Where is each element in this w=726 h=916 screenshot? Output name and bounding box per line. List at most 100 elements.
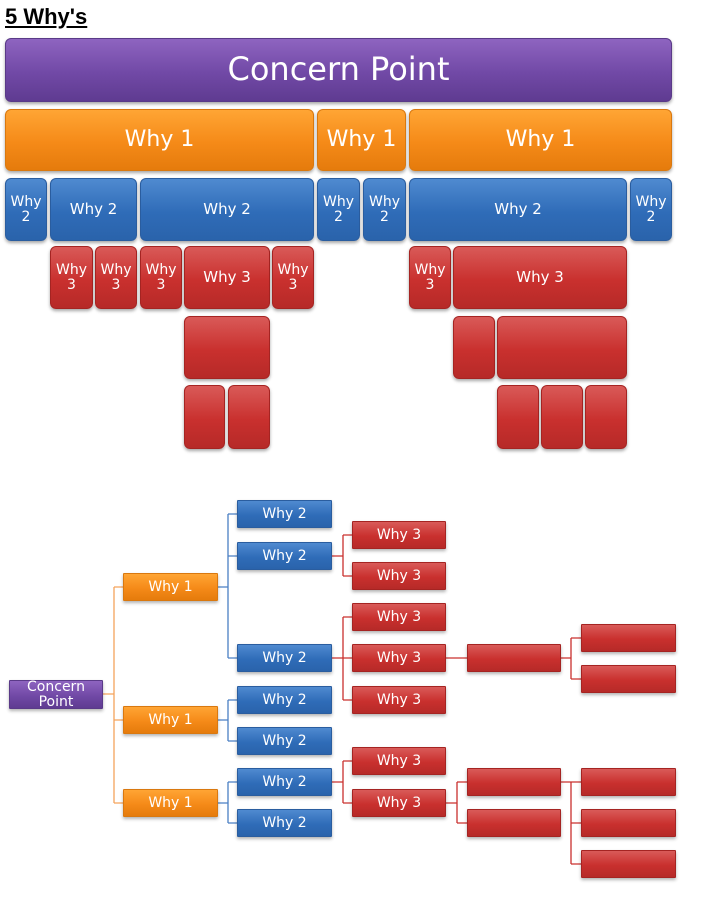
tree-why4	[467, 644, 561, 672]
tree-why2-label: Why 2	[262, 649, 307, 666]
connector-why4-why5	[561, 637, 581, 680]
tree-concern-point: Concern Point	[9, 678, 103, 710]
why2-label: Why 2	[635, 193, 667, 225]
tree-why3: Why 3	[352, 603, 446, 631]
why4-box	[453, 316, 495, 379]
tree-why2: Why 2	[237, 644, 332, 672]
tree-why2: Why 2	[237, 542, 332, 570]
why3-label: Why 3	[516, 267, 564, 286]
why1-label: Why 1	[505, 127, 576, 153]
tree-why5	[581, 624, 676, 652]
tree-why2-label: Why 2	[262, 773, 307, 790]
why3-box: Why 3	[95, 246, 137, 309]
tree-why1: Why 1	[123, 573, 218, 601]
tree-why5	[581, 665, 676, 693]
tree-why2: Why 2	[237, 686, 332, 714]
why2-label: Why 2	[10, 193, 42, 225]
tree-why1-label: Why 1	[148, 794, 193, 811]
tree-why3-label: Why 3	[376, 794, 422, 811]
tree-why1-label: Why 1	[148, 711, 193, 728]
why3-box: Why 3	[453, 246, 627, 309]
tree-why2-label: Why 2	[262, 814, 307, 831]
tree-why3-label: Why 3	[376, 567, 422, 584]
tree-why3: Why 3	[352, 562, 446, 590]
why2-box: Why 2	[317, 178, 360, 241]
why2-box: Why 2	[363, 178, 406, 241]
connector-why2-why3	[332, 760, 352, 804]
tree-why3-label: Why 3	[376, 691, 422, 708]
tree-why2: Why 2	[237, 768, 332, 796]
why5-box	[541, 385, 583, 449]
why5-box	[497, 385, 539, 449]
tree-why3-label: Why 3	[376, 526, 422, 543]
tree-why1-label: Why 1	[148, 578, 193, 595]
tree-why2: Why 2	[237, 809, 332, 837]
connector-concern-why1	[103, 586, 123, 804]
why2-label: Why 2	[494, 199, 542, 218]
tree-why1: Why 1	[123, 706, 218, 734]
tree-why2-label: Why 2	[262, 505, 307, 522]
why2-box: Why 2	[5, 178, 47, 241]
tree-why4	[467, 768, 561, 796]
why3-label: Why 3	[203, 267, 251, 286]
connector-why2-why3	[332, 616, 352, 701]
why2-label: Why 2	[203, 199, 251, 218]
tree-why5	[581, 768, 676, 796]
tree-why4	[467, 809, 561, 837]
why3-label: Why 3	[100, 261, 132, 293]
why3-box: Why 3	[409, 246, 451, 309]
connector-why2-why3	[332, 534, 352, 577]
why5-box	[585, 385, 627, 449]
tree-why3: Why 3	[352, 789, 446, 817]
tree-why2-label: Why 2	[262, 732, 307, 749]
tree-why3: Why 3	[352, 521, 446, 549]
tree-why2-label: Why 2	[262, 691, 307, 708]
why3-label: Why 3	[277, 261, 309, 293]
tree-why3: Why 3	[352, 747, 446, 775]
why5-box	[184, 385, 225, 449]
tree-why2: Why 2	[237, 500, 332, 528]
tree-why3-label: Why 3	[376, 649, 422, 666]
why1-box: Why 1	[5, 109, 314, 171]
tree-why2: Why 2	[237, 727, 332, 755]
why3-label: Why 3	[414, 261, 446, 293]
why3-box: Why 3	[140, 246, 182, 309]
why3-box: Why 3	[50, 246, 93, 309]
why2-label: Why 2	[368, 193, 400, 225]
why1-label: Why 1	[124, 127, 195, 153]
tree-why1: Why 1	[123, 789, 218, 817]
why1-label: Why 1	[326, 127, 397, 153]
tree-why3-label: Why 3	[376, 752, 422, 769]
connector-why4-why5	[561, 781, 581, 865]
why3-label: Why 3	[145, 261, 177, 293]
connector-why1-why2	[218, 781, 237, 824]
why5-box	[228, 385, 270, 449]
why4-box	[497, 316, 627, 379]
tree-why3: Why 3	[352, 644, 446, 672]
tree-why5	[581, 809, 676, 837]
tree-why3: Why 3	[352, 686, 446, 714]
tree-why3-label: Why 3	[376, 608, 422, 625]
why4-box	[184, 316, 270, 379]
why3-label: Why 3	[55, 261, 87, 293]
why1-box: Why 1	[409, 109, 672, 171]
why2-box: Why 2	[630, 178, 672, 241]
why2-box: Why 2	[140, 178, 314, 241]
why3-box: Why 3	[272, 246, 314, 309]
page-title: 5 Why's	[5, 4, 88, 29]
tree-concern-label: Concern Point	[27, 678, 85, 710]
why2-box: Why 2	[409, 178, 627, 241]
why1-box: Why 1	[317, 109, 406, 171]
concern-point-box: Concern Point	[5, 38, 672, 102]
why2-label: Why 2	[69, 199, 118, 218]
tree-why5	[581, 850, 676, 878]
connector-why1-why2	[218, 699, 237, 742]
connector-why3-why4	[446, 781, 467, 824]
concern-point-label: Concern Point	[227, 50, 450, 89]
connector-why1-why2	[218, 513, 237, 659]
tree-why2-label: Why 2	[262, 547, 307, 564]
why2-label: Why 2	[322, 193, 354, 225]
why2-box: Why 2	[50, 178, 137, 241]
why3-box: Why 3	[184, 246, 270, 309]
